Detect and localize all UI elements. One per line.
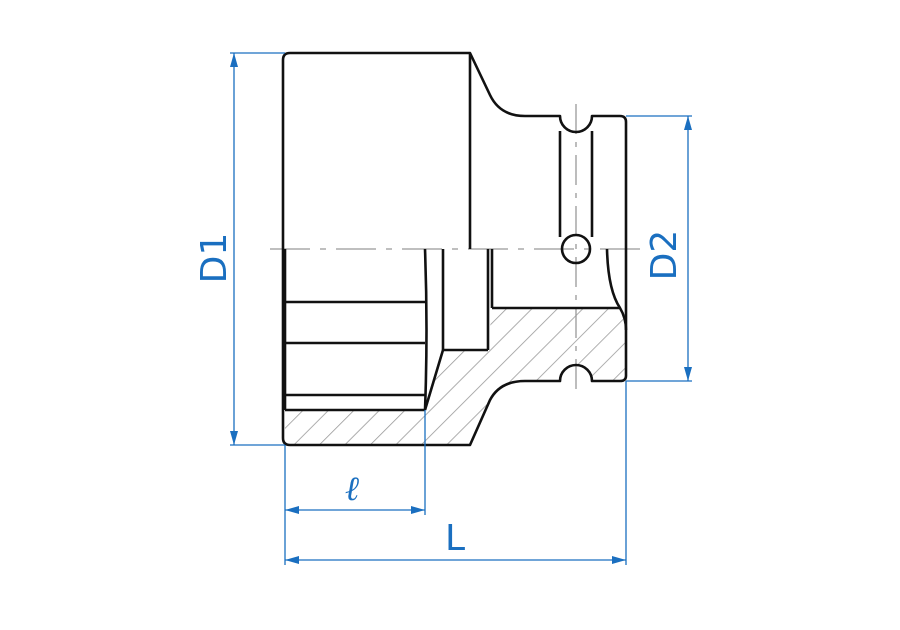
socket-outline [281, 51, 628, 447]
label-D2: D2 [644, 230, 685, 281]
label-l: ℓ [345, 469, 359, 509]
label-D1: D1 [194, 233, 235, 284]
dimension-l: ℓ [284, 410, 426, 565]
detent-ball [560, 233, 592, 265]
socket-inner-lines [283, 53, 628, 412]
section-hatch [285, 308, 626, 445]
dimension-D2: D2 [626, 115, 692, 382]
label-L: L [445, 518, 465, 559]
dimension-L: L [285, 381, 627, 565]
dimension-D1: D1 [194, 52, 285, 446]
